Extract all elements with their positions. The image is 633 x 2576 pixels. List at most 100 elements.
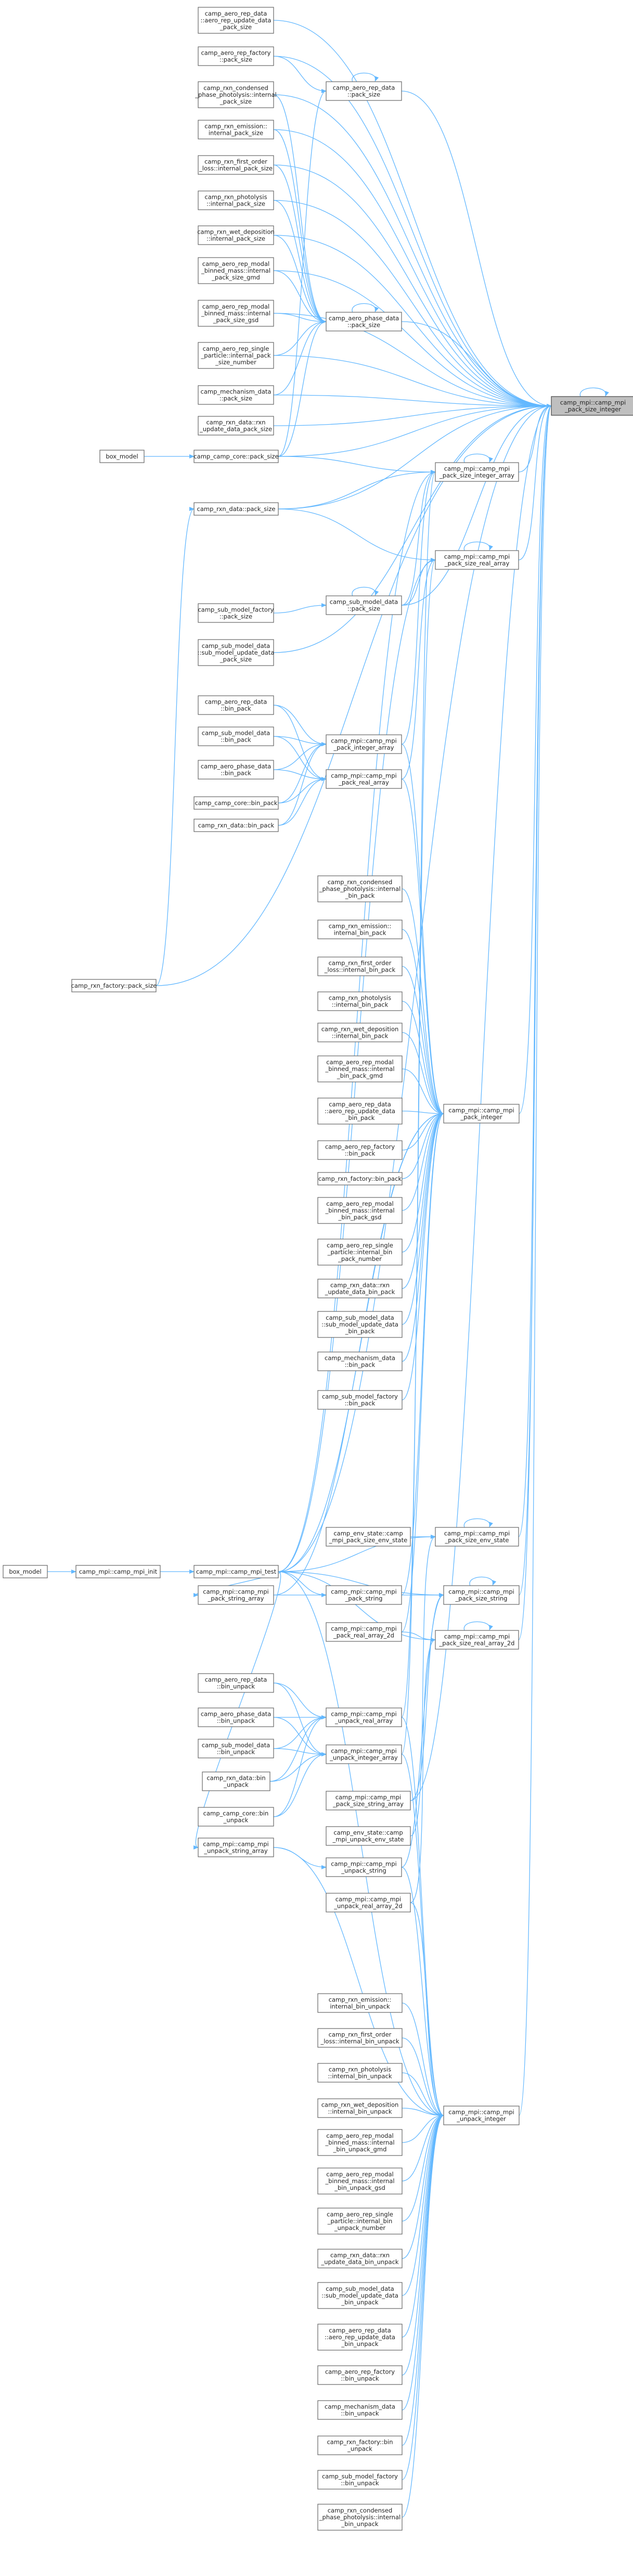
graph-node[interactable]: camp_mechanism_data::bin_unpack [317,2400,403,2420]
graph-node[interactable]: camp_rxn_condensed_phase_photolysis::int… [317,875,403,902]
graph-node[interactable]: camp_aero_rep_modal_binned_mass::interna… [198,300,274,327]
graph-node[interactable]: camp_camp_core::bin_unpack [198,1807,274,1827]
graph-node[interactable]: camp_mpi::camp_mpi_pack_string [326,1585,402,1605]
graph-node[interactable]: camp_mpi::camp_mpi_unpack_string [326,1857,402,1877]
node-box [198,155,274,175]
graph-node[interactable]: camp_env_state::camp_mpi_pack_size_env_s… [326,1527,411,1547]
graph-node[interactable]: camp_sub_model_data::bin_unpack [198,1739,274,1758]
graph-node[interactable]: camp_aero_rep_single_particle::internal_… [317,2208,403,2235]
graph-node[interactable]: camp_mpi::camp_mpi_init [75,1565,161,1578]
graph-node[interactable]: camp_aero_rep_modal_binned_mass::interna… [317,1055,403,1082]
graph-node[interactable]: camp_mpi::camp_mpi_pack_integer_array [326,734,402,754]
graph-node[interactable]: box_model [99,450,145,463]
node-label: _pack_real_array_2d [333,1632,394,1639]
graph-node[interactable]: camp_rxn_emission::internal_pack_size [198,120,274,139]
graph-node[interactable]: camp_mpi::camp_mpi_unpack_string_array [198,1838,274,1857]
graph-node[interactable]: camp_mpi::camp_mpi_test [193,1565,279,1578]
graph-node[interactable]: camp_mpi::camp_mpi_pack_size_string_arra… [326,1791,411,1810]
call-edge [278,1571,436,1642]
graph-node[interactable]: camp_aero_rep_factory::bin_unpack [317,2365,403,2385]
graph-node[interactable]: camp_rxn_emission::internal_bin_unpack [317,1993,403,2013]
graph-node[interactable]: camp_aero_rep_data::aero_rep_update_data… [198,7,274,34]
graph-node[interactable]: camp_mpi::camp_mpi_pack_size_string [443,1585,520,1605]
graph-node[interactable]: camp_mpi::camp_mpi_pack_size_real_array_… [435,1630,519,1650]
node-label: _unpack_real_array_2d [333,1903,402,1910]
graph-node[interactable]: camp_mpi::camp_mpi_pack_real_array [326,769,402,789]
call-edge [401,1717,444,2118]
graph-node[interactable]: box_model [3,1565,48,1578]
node-label: camp_mpi::camp_mpi [444,1633,510,1640]
graph-node[interactable]: camp_sub_model_factory::pack_size [198,603,274,623]
graph-node[interactable]: camp_rxn_data::rxn_update_data_bin_unpac… [317,2249,403,2268]
graph-node[interactable]: camp_aero_rep_single_particle::internal_… [317,1239,403,1266]
graph-node[interactable]: camp_mpi::camp_mpi_pack_integer [443,1104,520,1124]
graph-node[interactable]: camp_mpi::camp_mpi_unpack_real_array [326,1707,402,1727]
graph-node[interactable]: camp_aero_phase_data::bin_unpack [198,1707,274,1727]
graph-node[interactable]: camp_mpi::camp_mpi_unpack_integer [443,2106,520,2125]
graph-node[interactable]: camp_aero_rep_data::aero_rep_update_data… [317,1098,403,1125]
graph-node[interactable]: camp_mpi::camp_mpi_pack_size_env_state [435,1527,519,1547]
node-label: camp_rxn_data::rxn [206,419,265,426]
graph-node[interactable]: camp_rxn_condensed_phase_photolysis::int… [317,2504,403,2531]
graph-node[interactable]: camp_mechanism_data::bin_pack [317,1351,403,1371]
graph-node[interactable]: camp_mechanism_data::pack_size [198,385,274,405]
node-box [193,1565,279,1578]
call-edge [273,56,327,93]
call-edge [273,320,327,356]
graph-node[interactable]: camp_aero_rep_data::pack_size [326,81,402,101]
graph-node[interactable]: camp_aero_rep_modal_binned_mass::interna… [317,2167,403,2195]
graph-node[interactable]: camp_env_state::camp_mpi_unpack_env_stat… [326,1826,411,1846]
call-edge [401,779,444,1116]
graph-node[interactable]: camp_camp_core::pack_size [193,450,279,463]
graph-node[interactable]: camp_sub_model_data::sub_model_update_da… [317,1311,403,1338]
graph-node[interactable]: camp_rxn_data::bin_unpack [202,1771,270,1791]
graph-node[interactable]: camp_aero_rep_modal_binned_mass::interna… [198,257,274,284]
graph-node[interactable]: camp_rxn_photolysis::internal_bin_unpack [317,2063,403,2083]
graph-node[interactable]: camp_rxn_factory::bin_unpack [317,2435,403,2455]
graph-node[interactable]: camp_rxn_data::pack_size [193,502,279,516]
graph-node[interactable]: camp_aero_rep_data::bin_unpack [198,1673,274,1693]
node-box [326,1744,402,1764]
graph-node[interactable]: camp_rxn_wet_deposition::internal_bin_un… [317,2098,403,2118]
graph-node[interactable]: camp_rxn_wet_deposition::internal_bin_pa… [317,1023,403,1042]
graph-node[interactable]: camp_aero_rep_single_particle::internal_… [198,342,274,369]
graph-node[interactable]: camp_sub_model_factory::bin_unpack [317,2470,403,2490]
graph-node[interactable]: camp_rxn_condensed_phase_photolysis::int… [195,81,277,108]
graph-node[interactable]: camp_rxn_photolysis::internal_bin_pack [317,991,403,1011]
graph-node[interactable]: camp_mpi::camp_mpi_pack_real_array_2d [326,1622,402,1642]
graph-node[interactable]: camp_sub_model_data::pack_size [326,595,402,615]
graph-node[interactable]: camp_rxn_photolysis::internal_pack_size [198,190,274,210]
graph-node[interactable]: camp_rxn_wet_deposition::internal_pack_s… [197,225,275,245]
graph-node[interactable]: camp_rxn_first_order_loss::internal_pack… [198,155,274,175]
graph-node[interactable]: camp_aero_phase_data::bin_pack [198,760,274,780]
graph-node[interactable]: camp_camp_core::bin_pack [193,796,279,810]
graph-node[interactable]: camp_aero_rep_modal_binned_mass::interna… [317,2129,403,2156]
graph-node[interactable]: camp_mpi::camp_mpi_pack_string_array [198,1585,274,1605]
graph-node[interactable]: camp_sub_model_factory::bin_pack [317,1390,403,1410]
graph-node[interactable]: camp_mpi::camp_mpi_pack_size_real_array [435,550,519,570]
graph-node[interactable]: camp_mpi::camp_mpi_unpack_integer_array [326,1744,402,1764]
graph-node[interactable]: camp_aero_rep_modal_binned_mass::interna… [317,1197,403,1224]
node-label: camp_aero_phase_data [201,1711,271,1718]
graph-node[interactable]: camp_rxn_first_order_loss::internal_bin_… [317,2028,403,2048]
graph-node[interactable]: camp_rxn_emission::internal_bin_pack [317,920,403,939]
graph-node[interactable]: camp_rxn_factory::pack_size [71,979,157,992]
graph-node[interactable]: camp_aero_rep_data::aero_rep_update_data… [317,2324,403,2351]
graph-node[interactable]: camp_mpi::camp_mpi_unpack_real_array_2d [326,1893,411,1912]
graph-node[interactable]: camp_aero_rep_factory::pack_size [198,46,274,66]
graph-node[interactable]: camp_mpi::camp_mpi_pack_size_integer_arr… [435,462,519,482]
graph-node[interactable]: camp_aero_rep_factory::bin_pack [317,1140,403,1160]
focus-node[interactable]: camp_mpi::camp_mpi_pack_size_integer [551,396,633,416]
graph-node[interactable]: camp_rxn_data::rxn_update_data_bin_pack [317,1279,403,1298]
graph-node[interactable]: camp_rxn_data::bin_pack [193,819,279,832]
graph-node[interactable]: camp_rxn_factory::bin_pack [317,1172,403,1185]
graph-node[interactable]: camp_sub_model_data::sub_model_update_da… [198,639,275,666]
graph-node[interactable]: camp_aero_phase_data::pack_size [326,312,402,331]
graph-node[interactable]: camp_sub_model_data::sub_model_update_da… [317,2282,403,2309]
graph-node[interactable]: camp_sub_model_data::bin_pack [198,726,274,746]
graph-node[interactable]: camp_rxn_data::rxn_update_data_pack_size [198,416,274,436]
graph-node[interactable]: camp_rxn_first_order_loss::internal_bin_… [317,957,403,976]
call-edge [401,470,436,745]
node-label: _pack_string [345,1595,383,1602]
graph-node[interactable]: camp_aero_rep_data::bin_pack [198,695,274,715]
